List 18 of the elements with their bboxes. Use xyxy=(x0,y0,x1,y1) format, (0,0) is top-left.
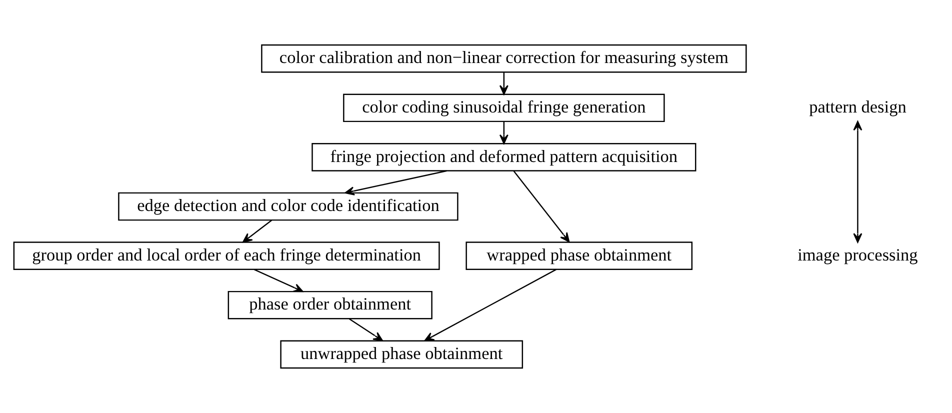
arrow xyxy=(424,268,556,342)
node-box: phase order obtainment xyxy=(227,290,432,320)
node-box: fringe projection and deformed pattern acquisition xyxy=(311,143,696,172)
arrow xyxy=(498,122,508,144)
node-box: unwrapped phase obtainment xyxy=(280,340,523,369)
node-box: wrapped phase obtainment xyxy=(465,242,692,270)
arrow xyxy=(242,220,272,243)
node-box: group order and local order of each fringe determination xyxy=(12,242,440,270)
node-box: edge detection and color code identification xyxy=(118,192,458,221)
node-box: color calibration and non−linear correction for measuring system xyxy=(260,44,746,73)
node-box: color coding sinusoidal fringe generation xyxy=(342,94,664,122)
label: image processing xyxy=(797,245,918,264)
label: pattern design xyxy=(808,97,906,116)
arrow xyxy=(498,72,508,95)
arrow xyxy=(512,170,570,242)
arrow xyxy=(254,269,303,292)
arrow xyxy=(348,318,383,342)
arrow xyxy=(344,170,446,196)
